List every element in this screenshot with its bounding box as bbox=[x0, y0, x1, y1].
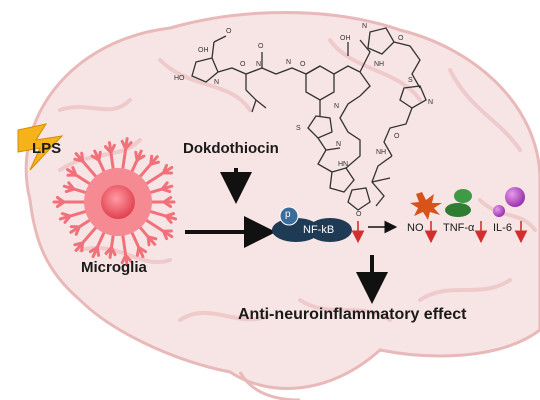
svg-text:OH: OH bbox=[340, 35, 351, 42]
microglia-process bbox=[120, 230, 133, 267]
tnf-blob-icon bbox=[445, 189, 472, 217]
svg-text:N: N bbox=[256, 61, 261, 68]
compound-label: Dokdothiocin bbox=[183, 140, 279, 157]
microglia-process bbox=[66, 166, 95, 188]
svg-text:O: O bbox=[226, 28, 232, 35]
stimulus-label: LPS bbox=[32, 140, 62, 157]
microglia-process bbox=[104, 230, 117, 259]
svg-text:OH: OH bbox=[198, 47, 209, 54]
microglia-process bbox=[90, 149, 108, 177]
microglia-process bbox=[145, 208, 178, 224]
microglia-process bbox=[120, 137, 133, 174]
svg-text:O: O bbox=[356, 211, 362, 218]
svg-text:O: O bbox=[300, 61, 306, 68]
microglia-process bbox=[146, 195, 176, 209]
svg-text:N: N bbox=[214, 79, 219, 86]
svg-text:S: S bbox=[296, 125, 301, 132]
microglia-process bbox=[58, 208, 91, 224]
svg-text:N: N bbox=[428, 99, 433, 106]
svg-text:O: O bbox=[258, 43, 264, 50]
mediator-tnf-label: TNF-α bbox=[443, 222, 475, 234]
svg-text:O: O bbox=[398, 35, 404, 42]
microglia-process bbox=[136, 154, 160, 181]
svg-text:HO: HO bbox=[174, 75, 185, 82]
nfkb-complex bbox=[272, 206, 352, 242]
microglia-process bbox=[128, 227, 148, 259]
microglia-process bbox=[128, 149, 146, 177]
svg-text:O: O bbox=[394, 133, 400, 140]
microglia-process bbox=[136, 223, 158, 247]
microglia-cell-icon bbox=[52, 137, 178, 267]
il6-sphere-icon bbox=[493, 187, 525, 217]
microglia-process bbox=[73, 151, 100, 181]
svg-text:N: N bbox=[334, 103, 339, 110]
microglia-process bbox=[141, 163, 174, 188]
pathway-label: NF-kB bbox=[303, 224, 335, 236]
mediator-no-label: NO bbox=[407, 222, 424, 234]
svg-text:N: N bbox=[362, 23, 367, 30]
cell-label: Microglia bbox=[81, 259, 147, 276]
microglia-process bbox=[69, 216, 95, 236]
microglia-process bbox=[52, 195, 90, 209]
mediator-il6-label: IL-6 bbox=[493, 222, 512, 234]
svg-text:N: N bbox=[336, 141, 341, 148]
svg-text:HN: HN bbox=[338, 161, 348, 168]
outcome-label: Anti-neuroinflammatory effect bbox=[238, 306, 467, 323]
microglia-body bbox=[84, 168, 152, 236]
dokdothiocin-structure bbox=[191, 27, 427, 211]
svg-text:S: S bbox=[408, 77, 413, 84]
burst-icon bbox=[410, 192, 442, 220]
brain-background bbox=[24, 11, 540, 400]
svg-text:N: N bbox=[286, 59, 291, 66]
microglia-process bbox=[62, 181, 91, 196]
svg-text:NH: NH bbox=[374, 61, 384, 68]
microglia-process bbox=[88, 227, 108, 259]
microglia-process bbox=[103, 141, 116, 174]
phospho-label: p bbox=[285, 209, 291, 220]
svg-text:NH: NH bbox=[376, 149, 386, 156]
lightning-bolt-icon bbox=[17, 123, 64, 171]
svg-text:O: O bbox=[240, 61, 246, 68]
microglia-process bbox=[141, 216, 174, 241]
microglia-process bbox=[145, 181, 174, 196]
microglia-process bbox=[73, 223, 100, 253]
